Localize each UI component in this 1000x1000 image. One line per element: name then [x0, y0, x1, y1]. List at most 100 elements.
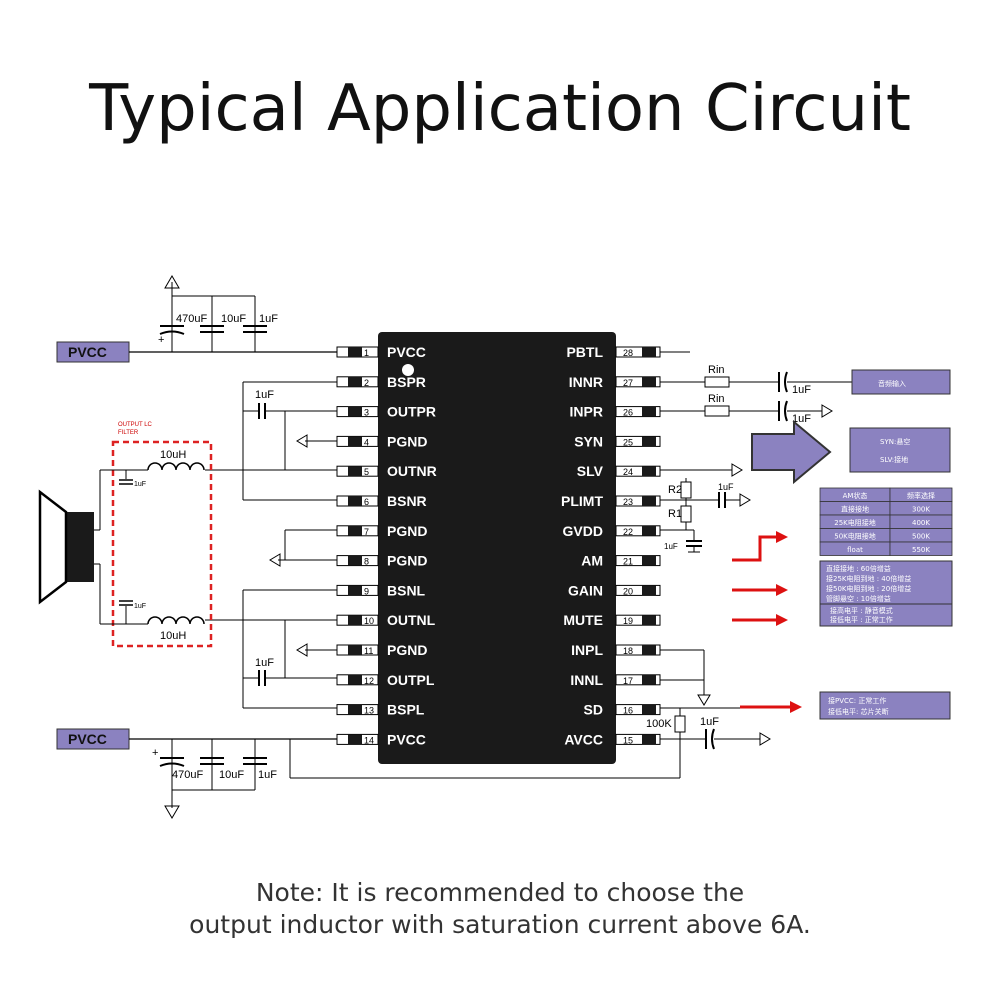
pin-lead-mark — [348, 496, 362, 506]
ic-pin-right-18: 18 INPL — [571, 642, 661, 658]
pin-number: 10 — [364, 616, 374, 626]
pin-number: 3 — [364, 408, 369, 418]
pin-name: GVDD — [563, 523, 603, 539]
pin-name: PGND — [387, 642, 427, 658]
am-table-text: 500K — [912, 533, 930, 541]
gain-line: 接50K电阻到地 : 20倍增益 — [826, 584, 911, 593]
pin-lead-mark — [348, 704, 362, 715]
pin-number: 18 — [623, 646, 633, 656]
r-100k — [674, 715, 686, 733]
pvcc-bottom-label: PVCC — [68, 731, 107, 747]
svg-text:+: + — [158, 334, 164, 346]
am-table-text: 300K — [912, 506, 930, 514]
boot-cap-top: 1uF — [255, 389, 274, 401]
am-table-cell — [889, 541, 953, 556]
syn-arrow — [751, 419, 832, 485]
gain-line: 直接接地 : 60倍增益 — [826, 564, 891, 573]
pin-number: 26 — [623, 408, 633, 418]
r1 — [680, 505, 692, 523]
ic-pin-right-26: 26 INPR — [570, 404, 661, 420]
inductor-bottom-label: 10uH — [160, 630, 186, 642]
output-lc-filter-box — [111, 440, 213, 648]
cap-10uf-bottom: 10uF — [219, 769, 244, 781]
speaker-magnet — [66, 512, 94, 582]
ic-pin-right-16: 16 SD — [584, 702, 661, 718]
pin-lead-mark — [348, 585, 362, 596]
pin-number: 21 — [623, 557, 633, 567]
pin-number: 16 — [623, 706, 633, 716]
pvcc-top-label: PVCC — [68, 344, 107, 360]
cin-top-label: 1uF — [792, 384, 811, 396]
pin-lead — [615, 614, 661, 626]
pin-lead — [615, 584, 661, 596]
mute-line: 接高电平 : 静音模式 — [830, 606, 893, 615]
page-title: Typical Application Circuit — [89, 72, 911, 146]
pin-name: SD — [584, 702, 603, 718]
r1-label: R1 — [668, 508, 682, 520]
pin-lead-mark — [642, 615, 656, 626]
am-table-text: float — [847, 546, 863, 554]
pin-name: PLIMT — [561, 493, 603, 509]
pin-lead-mark — [348, 645, 362, 655]
pin-number: 23 — [623, 497, 633, 507]
ic-body — [378, 332, 616, 764]
filter-cap-bottom: 1uF — [134, 603, 146, 610]
pin-number: 15 — [623, 735, 633, 745]
pin-number: 4 — [364, 437, 369, 447]
pin-lead-mark — [642, 376, 656, 387]
filter-label-1: OUTPUT LC — [118, 422, 153, 428]
pin-lead-mark — [642, 645, 656, 655]
pin-name: OUTNL — [387, 612, 436, 628]
am-table-text: 400K — [912, 519, 930, 527]
speaker-cone — [38, 489, 68, 605]
r2 — [680, 481, 692, 499]
gvdd-cap-label: 1uF — [664, 542, 678, 551]
cap-1uf-top: 1uF — [259, 313, 278, 325]
pin-lead-mark — [642, 436, 656, 447]
cap-10uf-top: 10uF — [221, 313, 246, 325]
inductor-top — [147, 462, 205, 471]
pin-name: GAIN — [568, 582, 603, 598]
pin-number: 27 — [623, 378, 633, 388]
pin-name: INPL — [571, 642, 603, 658]
pin-name: AM — [581, 553, 603, 569]
pin-name: INPR — [570, 404, 603, 420]
pin-lead-mark — [348, 525, 362, 536]
pin-name: INNR — [569, 374, 603, 390]
filter-label-2: FILTER — [118, 430, 139, 436]
pin-lead-mark — [642, 347, 656, 357]
pin-number: 7 — [364, 527, 369, 537]
rin-bottom-label: Rin — [708, 393, 725, 405]
svg-text:+: + — [152, 747, 158, 759]
pin-lead-mark — [348, 734, 362, 745]
pin-number: 24 — [623, 467, 633, 477]
audio-input-label: 音频输入 — [878, 379, 906, 388]
pin-lead-mark — [348, 615, 362, 626]
rin-top — [704, 376, 730, 388]
pin-name: BSNR — [387, 493, 427, 509]
pin-number: 12 — [364, 676, 374, 686]
pin-number: 5 — [364, 467, 369, 477]
syn-line1: SYN:悬空 — [880, 437, 910, 446]
pin-lead-mark — [642, 555, 656, 566]
inductor-bottom — [147, 616, 205, 625]
pin-name: PBTL — [566, 344, 603, 360]
syn-box — [849, 427, 951, 473]
pin-lead — [615, 435, 661, 447]
pin-lead-mark — [642, 525, 656, 536]
note-line-1: Note: It is recommended to choose the — [255, 878, 745, 907]
pin-number: 1 — [364, 348, 369, 358]
r-100k-label: 100K — [646, 718, 672, 730]
am-table-text: 50K电阻接地 — [834, 532, 876, 541]
sd-box — [819, 691, 951, 720]
mute-box — [819, 603, 953, 627]
right-pins: 28PBTL27INNR26INPR25SYN24SLV23PLIMT22GVD… — [561, 344, 661, 747]
